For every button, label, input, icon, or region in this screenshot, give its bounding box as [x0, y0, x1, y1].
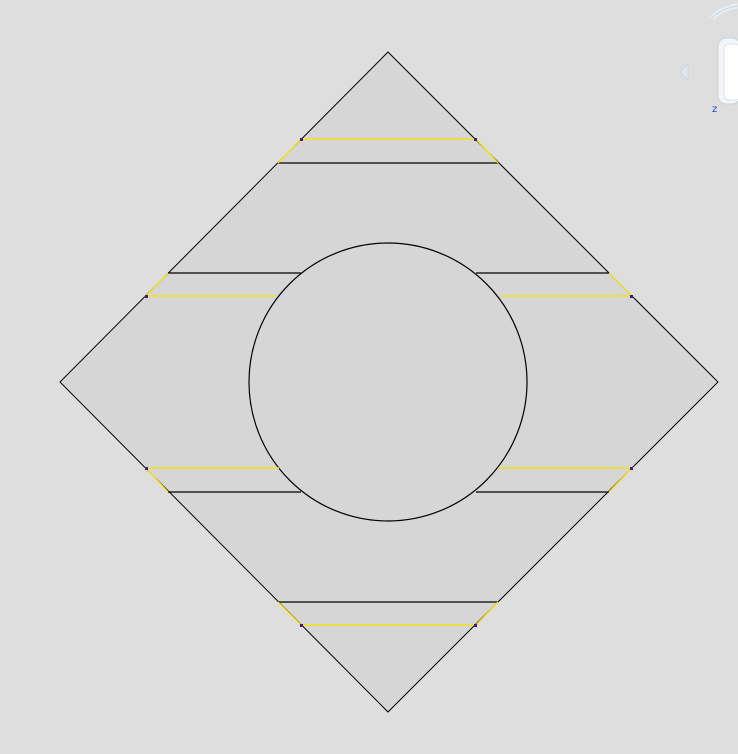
- vertex-marker[interactable]: [630, 295, 633, 298]
- view-cube-icon[interactable]: [676, 0, 738, 124]
- vertex-marker[interactable]: [300, 624, 303, 627]
- circle-face[interactable]: [248, 242, 528, 522]
- vertex-marker[interactable]: [300, 138, 303, 141]
- vertex-marker[interactable]: [474, 138, 477, 141]
- vertex-marker[interactable]: [145, 295, 148, 298]
- axis-label-z: z: [712, 104, 718, 115]
- vertex-marker[interactable]: [474, 624, 477, 627]
- selected-edge-top[interactable]: [277, 138, 499, 164]
- vertex-marker[interactable]: [145, 467, 148, 470]
- selected-edge-bottom[interactable]: [277, 601, 499, 626]
- vertex-marker[interactable]: [630, 467, 633, 470]
